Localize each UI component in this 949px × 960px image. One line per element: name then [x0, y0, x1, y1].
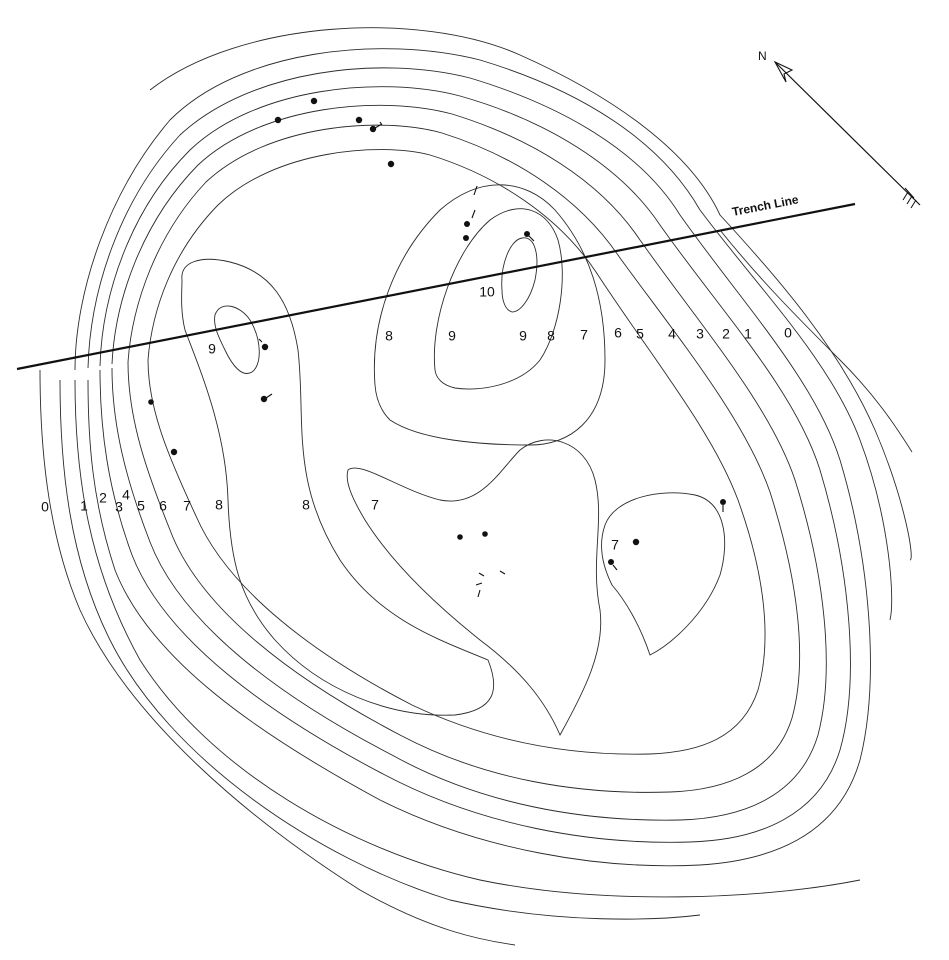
label-2-west: 2	[99, 490, 107, 506]
label-5-west: 5	[137, 498, 145, 514]
contour-7-south-ring	[601, 492, 726, 656]
north-arrow-icon	[773, 60, 921, 209]
label-7-center: 7	[371, 497, 379, 513]
dip-tick	[374, 121, 383, 129]
point-markers	[148, 97, 726, 598]
marker-dot	[608, 559, 614, 565]
label-8-west: 8	[215, 497, 223, 513]
marker-dot	[310, 97, 318, 105]
marker-dot	[464, 221, 470, 227]
label-3-east: 3	[696, 326, 704, 342]
label-4-east: 4	[668, 326, 676, 342]
label-6-west: 6	[159, 498, 167, 514]
label-3-west: 3	[115, 499, 123, 515]
marker-dot	[482, 531, 488, 537]
label-6-east: 6	[614, 325, 622, 341]
contour-6	[127, 124, 801, 793]
contour-0-east	[719, 229, 913, 453]
label-5-east: 5	[636, 326, 644, 342]
contour-1-south	[59, 379, 701, 920]
contour-8	[181, 258, 495, 716]
marker-dot	[524, 231, 530, 237]
marker-dot	[261, 343, 269, 351]
contour-1	[149, 27, 912, 561]
marker-dot	[355, 116, 363, 124]
label-8-east: 8	[547, 328, 555, 344]
label-1-west: 1	[80, 498, 88, 514]
marker-dot	[457, 534, 463, 540]
contour-8-east	[373, 184, 606, 446]
marker-dot	[720, 499, 726, 505]
marker-dot	[463, 235, 469, 241]
contour-9-east	[433, 208, 563, 390]
label-7-south: 7	[611, 537, 619, 553]
trench-line	[16, 202, 856, 371]
label-4-west: 4	[122, 487, 130, 503]
label-2-east: 2	[722, 326, 730, 342]
trench-line-label: Trench Line	[731, 192, 800, 219]
marker-dot	[387, 160, 395, 168]
label-8-mid: 8	[385, 328, 393, 344]
contour-7	[147, 149, 766, 755]
marker-dot	[369, 125, 377, 133]
label-0-west: 0	[41, 499, 49, 515]
label-7-west: 7	[183, 498, 191, 514]
contour-0	[39, 369, 516, 946]
contour-3	[87, 67, 871, 867]
contour-4	[99, 86, 851, 843]
label-9-east: 9	[519, 328, 527, 344]
marker-dot	[632, 538, 640, 546]
contour-2	[74, 48, 893, 621]
dip-tick	[475, 570, 506, 598]
label-1-east: 1	[744, 326, 752, 342]
north-label: N	[758, 49, 767, 63]
dip-tick	[528, 235, 535, 242]
marker-dot	[274, 116, 282, 124]
contour-5	[111, 104, 827, 821]
contour-8-center	[346, 439, 602, 737]
label-7-east: 7	[580, 327, 588, 343]
dip-tick	[612, 564, 618, 571]
label-9-east-west: 9	[448, 328, 456, 344]
contour-9-west	[214, 305, 260, 374]
dip-tick	[471, 185, 478, 219]
dip-tick	[265, 393, 273, 399]
contour-10	[501, 237, 538, 313]
label-10-summit: 10	[479, 284, 495, 300]
dip-tick	[258, 338, 263, 343]
contour-2-south	[74, 379, 861, 898]
label-0-east: 0	[784, 325, 792, 341]
marker-dot	[148, 399, 154, 405]
label-9-west-peak: 9	[208, 341, 216, 357]
marker-dot	[170, 448, 178, 456]
marker-dot	[260, 395, 268, 403]
label-8-center: 8	[302, 497, 310, 513]
